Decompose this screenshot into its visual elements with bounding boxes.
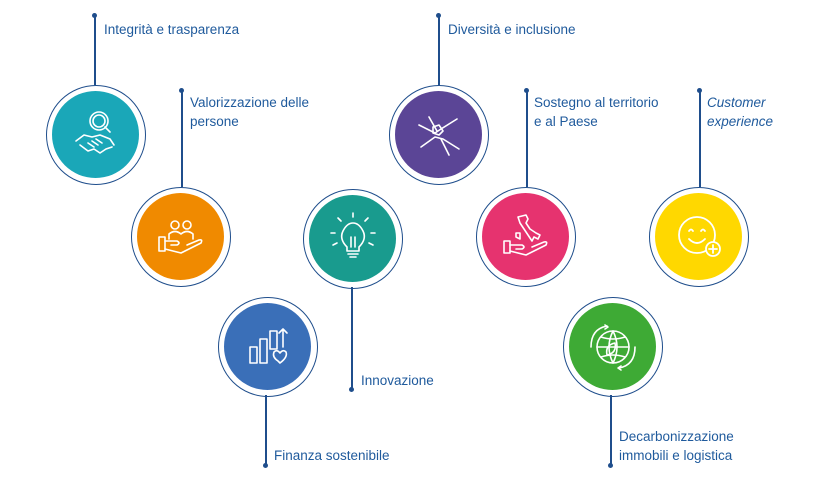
circle-fill — [482, 193, 569, 280]
connector-line — [181, 90, 183, 187]
circle-decarbonizzazione — [563, 297, 663, 397]
smiley-plus-icon — [677, 215, 721, 257]
handshake-magnifier-icon — [74, 110, 115, 154]
circle-fill — [52, 91, 139, 178]
circle-fill — [569, 303, 656, 390]
bar-chart-heart-icon — [248, 327, 288, 364]
connector-line — [265, 395, 267, 465]
label-sostegno: Sostegno al territorio e al Paese — [534, 95, 659, 129]
circle-customer — [649, 187, 749, 287]
circle-sostegno — [476, 187, 576, 287]
connector-line — [526, 90, 528, 187]
circle-integrita — [46, 85, 146, 185]
joined-hands-icon — [417, 115, 460, 156]
circle-fill — [655, 193, 742, 280]
connector-dot — [349, 387, 354, 392]
connector-line — [610, 395, 612, 465]
circle-fill — [309, 195, 396, 282]
circle-finanza — [218, 297, 318, 397]
label-customer: Customer experience — [707, 95, 774, 129]
label-diversita: Diversità e inclusione — [448, 22, 576, 37]
circle-innovazione — [303, 189, 403, 289]
lightbulb-icon — [329, 211, 376, 258]
globe-leaf-icon — [589, 323, 636, 371]
connector-line — [351, 287, 353, 389]
connector-dot — [608, 463, 613, 468]
connector-line — [699, 90, 701, 187]
label-valorizzazione: Valorizzazione delle persone — [190, 95, 310, 129]
people-hand-icon — [157, 219, 202, 254]
label-decarbonizzazione: Decarbonizzazione immobili e logistica — [619, 429, 734, 463]
label-integrita: Integrità e trasparenza — [104, 22, 240, 37]
circle-fill — [395, 91, 482, 178]
connector-line — [94, 15, 96, 85]
label-finanza: Finanza sostenibile — [274, 448, 390, 463]
italy-hand-icon — [502, 213, 547, 256]
circle-fill — [137, 193, 224, 280]
circle-valorizzazione — [131, 187, 231, 287]
circle-diversita — [389, 85, 489, 185]
label-innovazione: Innovazione — [361, 373, 434, 388]
connector-line — [438, 15, 440, 85]
connector-dot — [263, 463, 268, 468]
circle-fill — [224, 303, 311, 390]
